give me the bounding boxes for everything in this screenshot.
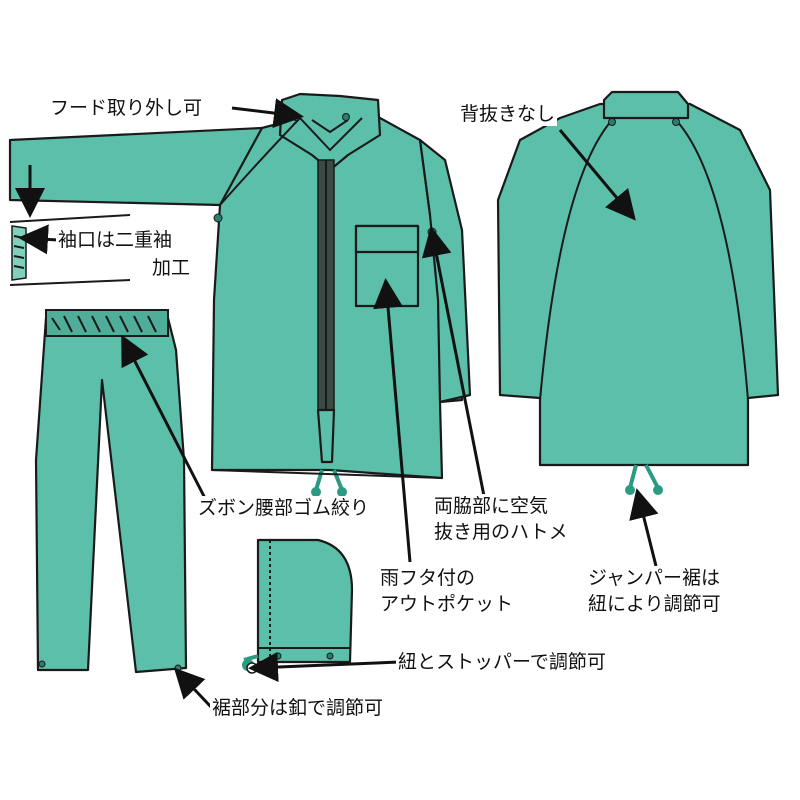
hood [242, 538, 354, 674]
pants [34, 309, 188, 674]
label-pants-hem: 裾部分は釦で調節可 [210, 696, 386, 720]
pants-body [34, 316, 188, 674]
label-pocket-line2: アウトポケット [378, 592, 516, 616]
label-no-back-vent: 背抜きなし [458, 102, 558, 126]
label-hem-line1: ジャンパー裾は [586, 566, 723, 590]
label-hood-removable: フード取り外し可 [48, 96, 205, 120]
front-jacket-pocket-flap [354, 224, 420, 254]
label-vent-line1: 両脇部に空気 [432, 494, 551, 518]
arrow-pants-hem [173, 667, 214, 710]
back-jacket-hood [602, 90, 690, 120]
label-pocket-line1: 雨フタ付の [378, 566, 478, 590]
label-vent-line2: 抜き用のハトメ [432, 520, 570, 544]
front-jacket-body [210, 116, 464, 480]
front-jacket [8, 92, 472, 497]
back-jacket [496, 90, 780, 495]
arrow-hood-cord [248, 652, 401, 683]
label-cuff-line2: 加工 [150, 256, 193, 280]
arrow-cuff [18, 224, 59, 255]
pants-waistband [45, 309, 169, 337]
side-grommet-left [213, 213, 223, 223]
arrow-no-back-vent [558, 129, 636, 221]
label-hood-cord: 紐とストッパーで調節可 [396, 650, 608, 674]
arrow-pocket [373, 278, 412, 563]
arrow-pants-waist [121, 334, 212, 509]
label-pants-waist: ズボン腰部ゴム絞り [196, 496, 372, 520]
arrow-hood-removable [231, 98, 304, 129]
label-cuff-line1: 袖口は二重袖 [56, 228, 175, 252]
arrow-jacket-hem [629, 488, 659, 567]
label-hem-line2: 紐により調節可 [586, 592, 723, 616]
arrow-side-vent [421, 226, 486, 497]
hood-body [256, 538, 354, 664]
back-jacket-body [496, 102, 780, 467]
